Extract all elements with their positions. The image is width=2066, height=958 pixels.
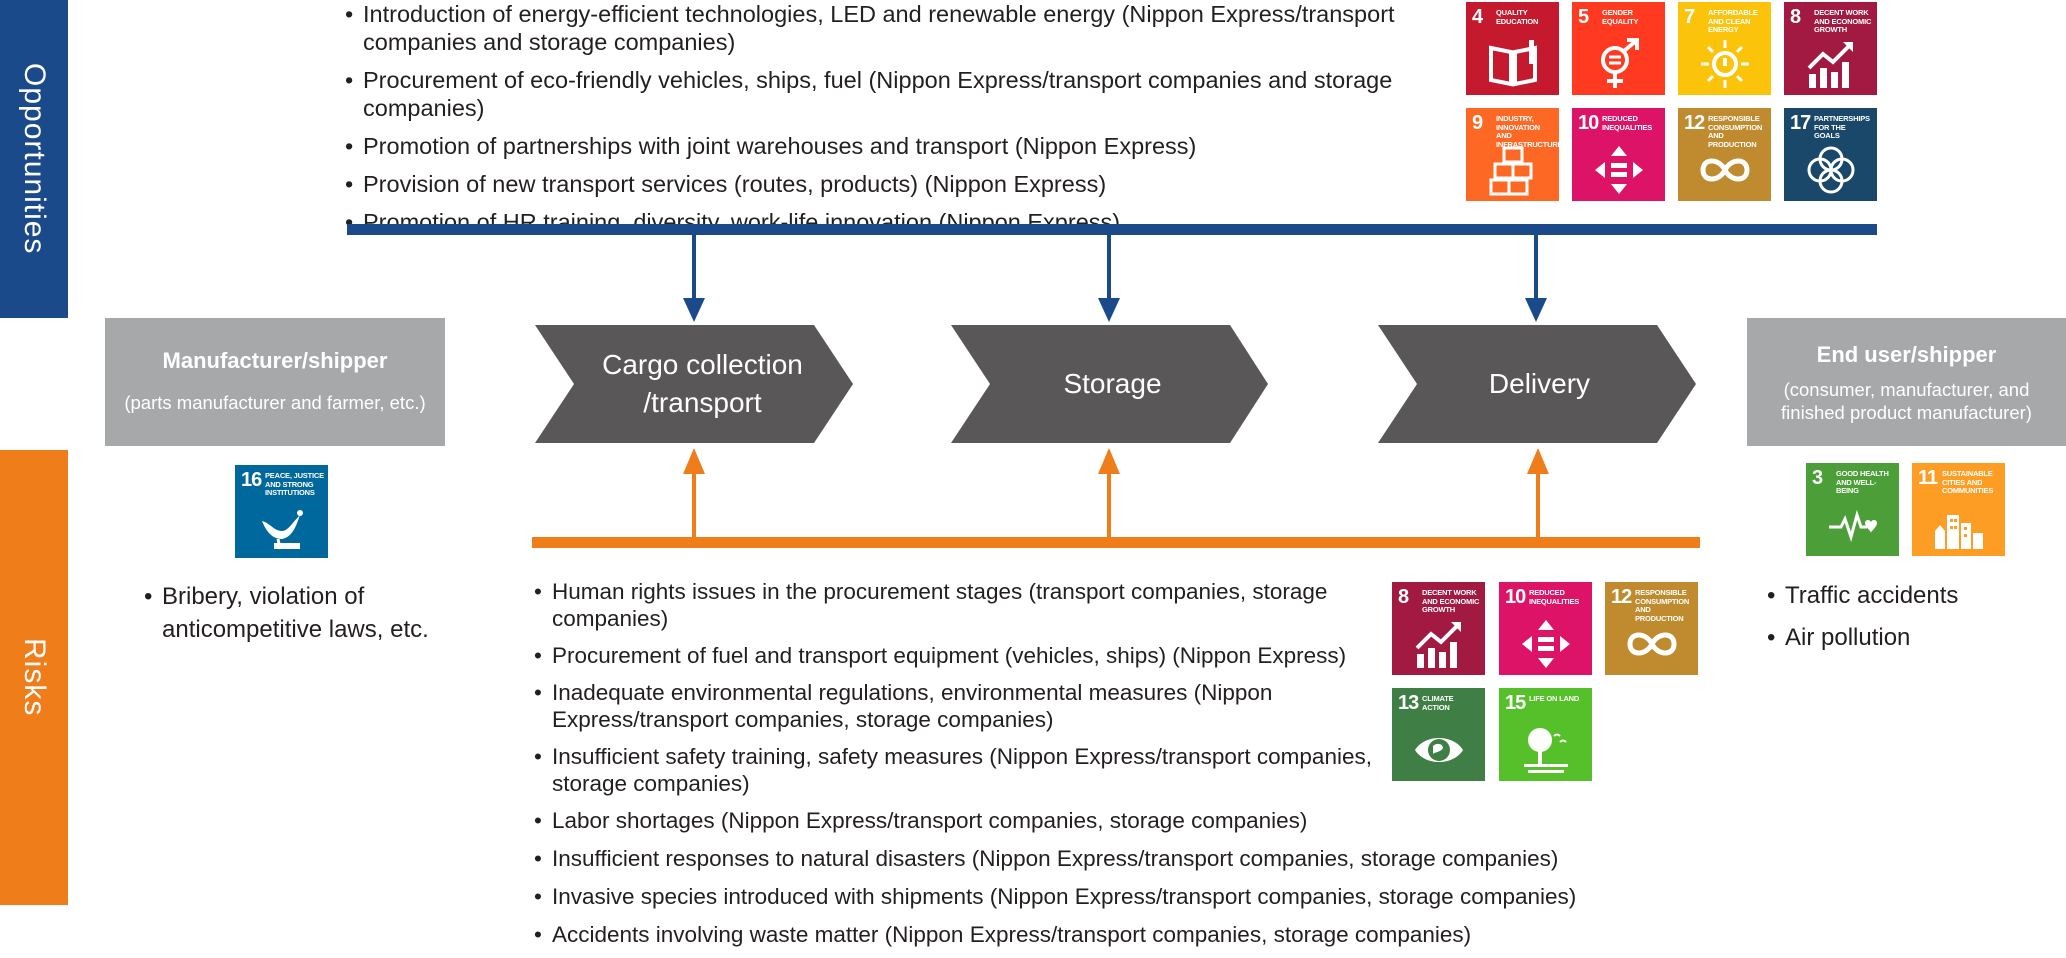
end-user-subtitle: (consumer, manufacturer, and finished pr… [1781, 379, 2032, 423]
sdg-5-tile: 5Gender Equality [1572, 2, 1665, 95]
sdg-8-tile: 8Decent Work and Economic Growth [1784, 2, 1877, 95]
growth-chart-icon [1415, 622, 1461, 668]
risks-sidebar-label: Risks [18, 638, 51, 717]
opportunity-item: Promotion of partnerships with joint war… [345, 132, 1455, 160]
risk-item: Insufficient safety training, safety mea… [534, 743, 1382, 797]
risk-item: Accidents involving waste matter (Nippon… [534, 921, 1684, 948]
sdg-17-tile: 17Partnerships for the Goals [1784, 108, 1877, 201]
opportunities-sidebar-label: Opportunities [18, 63, 51, 255]
stage-label-delivery: Delivery [1488, 368, 1591, 399]
sdg-8-tile: 8Decent Work and Economic Growth [1392, 582, 1485, 675]
cubes-icon [1489, 146, 1533, 196]
infinity-icon [1627, 632, 1677, 656]
city-icon [1935, 515, 1983, 549]
risks-sidebar: Risks [0, 450, 68, 905]
book-icon [1489, 40, 1537, 87]
risk-arrows [683, 448, 1549, 537]
dove-icon [262, 510, 303, 550]
sdg-13-tile: 13Climate Action [1392, 688, 1485, 781]
manufacturer-title: Manufacturer/shipper [162, 348, 388, 373]
risk-item: Invasive species introduced with shipmen… [534, 883, 1684, 910]
right-risk-item: Traffic accidents [1767, 581, 2057, 611]
end-user-title: End user/shipper [1816, 342, 1997, 367]
right-risk-item: Air pollution [1767, 623, 2057, 653]
sdg-4-tile: 4Quality Education [1466, 2, 1559, 95]
stage-label-storage: Storage [1063, 368, 1162, 399]
opportunities-list: Introduction of energy-efficient technol… [345, 0, 1455, 246]
heartbeat-icon [1829, 509, 1877, 543]
end-user-box: End user/shipper (consumer, manufacturer… [1747, 318, 2066, 446]
rings-icon [1807, 146, 1855, 194]
stage-chevron [535, 325, 853, 443]
risk-item: Human rights issues in the procurement s… [534, 578, 1382, 632]
sdg-9-tile: 9Industry, Innovation and Infrastructure [1466, 108, 1559, 201]
opportunities-sidebar: Opportunities [0, 0, 68, 318]
earth-eye-icon [1415, 738, 1463, 762]
risk-item: Labor shortages (Nippon Express/transpor… [534, 807, 1684, 834]
sun-power-icon [1701, 40, 1749, 88]
risk-item: Procurement of fuel and transport equipm… [534, 642, 1382, 669]
sdg-16-tile: 16Peace, Justice and Strong Institutions [235, 465, 328, 558]
infinity-icon [1700, 158, 1750, 182]
equality-icon [1595, 146, 1643, 194]
opportunity-arrows [683, 235, 1547, 322]
manufacturer-box: Manufacturer/shipper (parts manufacturer… [105, 318, 445, 446]
tree-icon [1524, 728, 1568, 773]
risks-list: Human rights issues in the procurement s… [534, 578, 1684, 958]
manufacturer-subtitle: (parts manufacturer and farmer, etc.) [124, 392, 426, 413]
sdg-12-tile: 12Responsible Consumption and Production [1678, 108, 1771, 201]
sdg-10-tile: 10Reduced Inequalities [1499, 582, 1592, 675]
sdg-3-tile: 3Good Health and Well-Being [1806, 463, 1899, 556]
gender-icon [1601, 38, 1639, 88]
stage-chevron [951, 325, 1268, 443]
risk-item: Inadequate environmental regulations, en… [534, 679, 1382, 733]
stage-label-cargo: Cargo collection /transport [602, 349, 803, 418]
equality-icon [1522, 620, 1570, 668]
growth-chart-icon [1807, 42, 1853, 88]
left-risk-item: Bribery, violation of anticompetitive la… [144, 580, 434, 646]
sdg-10-tile: 10Reduced Inequalities [1572, 108, 1665, 201]
sdg-7-tile: 7Affordable and Clean Energy [1678, 2, 1771, 95]
opportunity-bar [347, 224, 1877, 235]
stage-chevron [1378, 325, 1696, 443]
opportunity-item: Procurement of eco-friendly vehicles, sh… [345, 66, 1455, 122]
sdg-15-tile: 15Life on Land [1499, 688, 1592, 781]
risk-item: Insufficient responses to natural disast… [534, 845, 1684, 872]
sdg-11-tile: 11Sustainable Cities and Communities [1912, 463, 2005, 556]
right-risks-list: Traffic accidents Air pollution [1767, 581, 2057, 663]
opportunity-item: Introduction of energy-efficient technol… [345, 0, 1455, 56]
sdg-12-tile: 12Responsible Consumption and Production [1605, 582, 1698, 675]
risk-bar [532, 537, 1700, 548]
opportunity-item: Provision of new transport services (rou… [345, 170, 1455, 198]
left-risks-list: Bribery, violation of anticompetitive la… [144, 580, 434, 656]
